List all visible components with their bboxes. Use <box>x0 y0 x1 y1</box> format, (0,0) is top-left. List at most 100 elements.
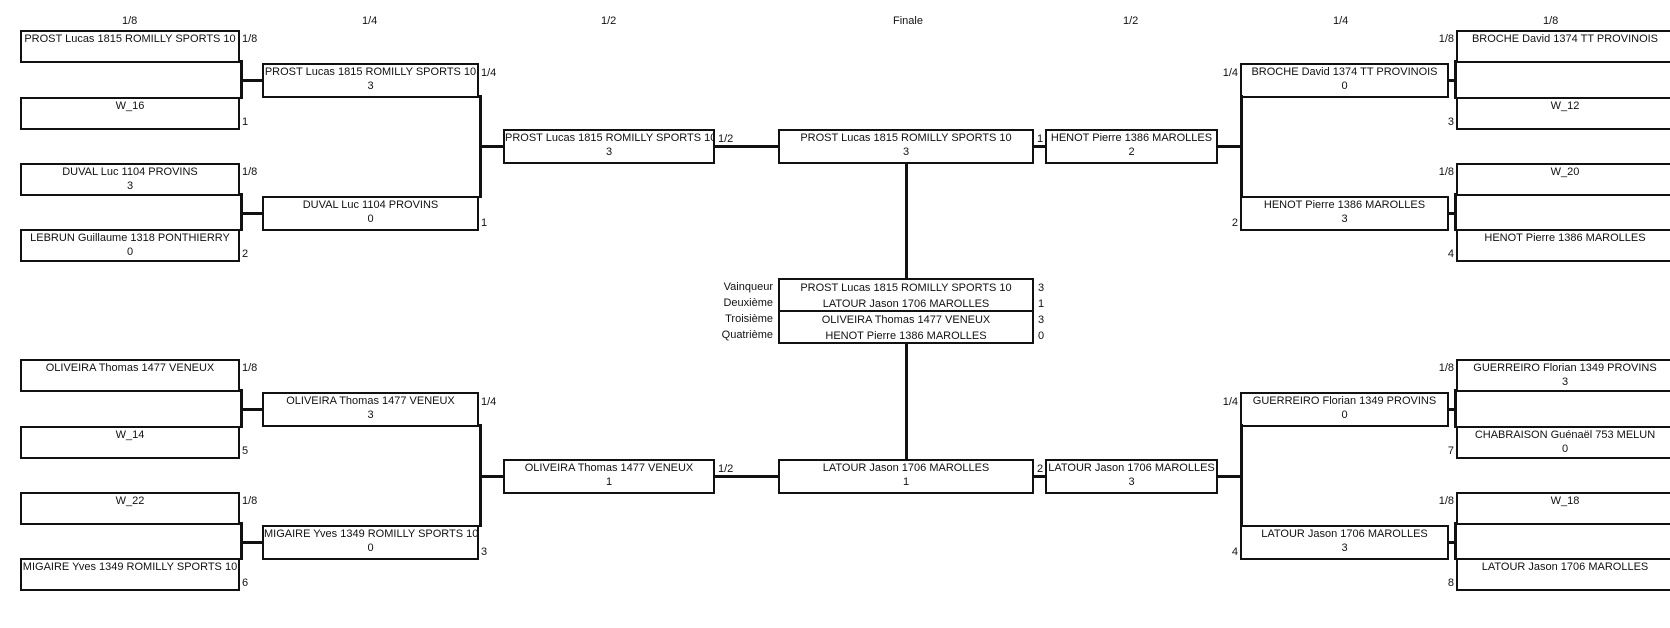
bracket-line <box>1449 408 1456 411</box>
sf-match-box: LATOUR Jason 1706 MAROLLES 3 <box>1045 459 1218 494</box>
match-tag: 5 <box>242 445 249 457</box>
bracket-line <box>240 541 262 544</box>
placement-value: 1 <box>1038 298 1045 310</box>
player-name: GUERREIRO Florian 1349 PROVINS <box>1252 395 1437 407</box>
match-score: 0 <box>1341 80 1348 92</box>
player-name: HENOT Pierre 1386 MAROLLES <box>1263 199 1426 211</box>
match-tag: 1/8 <box>1438 362 1454 374</box>
match-tag: 1/2 <box>718 463 734 475</box>
match-score: 0 <box>367 542 374 554</box>
bracket-line <box>479 475 503 478</box>
round-header-final: Finale <box>893 15 923 27</box>
player-name: HENOT Pierre 1386 MAROLLES <box>1050 132 1213 144</box>
round-header-r16-right: 1/8 <box>1543 15 1559 27</box>
match-score: 3 <box>1341 213 1348 225</box>
placement-label: Deuxième <box>723 297 773 309</box>
player-name: LATOUR Jason 1706 MAROLLES <box>1261 528 1428 540</box>
match-tag: 1/8 <box>242 33 258 45</box>
placements-box-2 <box>778 310 1034 344</box>
match-tag: 3 <box>481 546 488 558</box>
placement-player: PROST Lucas 1815 ROMILLY SPORTS 10 <box>800 282 1012 294</box>
r16-match-box: MIGAIRE Yves 1349 ROMILLY SPORTS 10 <box>20 558 240 591</box>
match-tag: 1/8 <box>242 495 258 507</box>
match-tag: 7 <box>1447 445 1454 457</box>
match-tag: 1 <box>1037 133 1044 145</box>
player-name: OLIVEIRA Thomas 1477 VENEUX <box>524 462 694 474</box>
player-name: LEBRUN Guillaume 1318 PONTHIERRY <box>30 232 230 244</box>
placement-value: 3 <box>1038 282 1045 294</box>
match-tag: 8 <box>1447 577 1454 589</box>
match-score: 3 <box>367 409 374 421</box>
match-tag: 1 <box>481 217 488 229</box>
bracket-line <box>1449 79 1456 82</box>
round-header-sf-left: 1/2 <box>601 15 617 27</box>
sf-match-box: OLIVEIRA Thomas 1477 VENEUX 1 <box>503 459 715 494</box>
match-score: 3 <box>605 146 613 158</box>
bracket-line <box>715 145 778 148</box>
placement-player: HENOT Pierre 1386 MAROLLES <box>825 330 987 342</box>
round-header-sf-right: 1/2 <box>1123 15 1139 27</box>
r16-match-box: OLIVEIRA Thomas 1477 VENEUX <box>20 359 240 392</box>
match-score: 3 <box>902 146 910 158</box>
bracket-line <box>240 212 262 215</box>
player-name: HENOT Pierre 1386 MAROLLES <box>1484 232 1646 244</box>
player-name: LATOUR Jason 1706 MAROLLES <box>1481 561 1649 573</box>
match-tag: 4 <box>1447 248 1454 260</box>
match-score: 0 <box>126 246 134 258</box>
match-tag: 1/8 <box>1438 166 1454 178</box>
player-name: W_12 <box>1550 100 1580 112</box>
placement-player: OLIVEIRA Thomas 1477 VENEUX <box>821 314 991 326</box>
player-name: MIGAIRE Yves 1349 ROMILLY SPORTS 10 <box>22 561 238 573</box>
r16-match-box: PROST Lucas 1815 ROMILLY SPORTS 10 <box>20 30 240 63</box>
match-tag: 1/8 <box>1438 495 1454 507</box>
r16-match-box: W_16 <box>20 97 240 130</box>
placements-box-1 <box>778 278 1034 312</box>
player-name: PROST Lucas 1815 ROMILLY SPORTS 10 <box>24 33 236 45</box>
r16-match-box: BROCHE David 1374 TT PROVINOIS <box>1456 30 1670 63</box>
match-score: 1 <box>605 476 613 488</box>
match-tag: 2 <box>242 248 249 260</box>
bracket-line <box>479 145 503 148</box>
player-name: LATOUR Jason 1706 MAROLLES <box>1048 462 1215 474</box>
match-score: 3 <box>126 180 134 192</box>
match-tag: 1/4 <box>1222 67 1238 79</box>
r16-match-box: W_18 <box>1456 492 1670 525</box>
player-name: BROCHE David 1374 TT PROVINOIS <box>1471 33 1659 45</box>
player-name: W_18 <box>1550 495 1580 507</box>
player-name: W_14 <box>115 429 145 441</box>
r16-match-box: W_14 <box>20 426 240 459</box>
final-match-box-top: PROST Lucas 1815 ROMILLY SPORTS 10 3 <box>778 129 1034 164</box>
player-name: BROCHE David 1374 TT PROVINOIS <box>1251 66 1438 78</box>
bracket-line <box>1449 541 1456 544</box>
match-tag: 1/4 <box>1222 396 1238 408</box>
match-score: 0 <box>1561 443 1569 455</box>
bracket-line <box>1034 145 1045 148</box>
placement-label: Quatrième <box>721 329 773 341</box>
match-tag: 1/2 <box>718 133 734 145</box>
match-tag: 1 <box>242 116 249 128</box>
player-name: W_20 <box>1550 166 1580 178</box>
r16-match-box: HENOT Pierre 1386 MAROLLES <box>1456 229 1670 262</box>
bracket-line <box>240 79 262 82</box>
match-score: 3 <box>1128 476 1135 488</box>
match-score: 1 <box>902 476 910 488</box>
placement-player: LATOUR Jason 1706 MAROLLES <box>822 298 990 310</box>
qf-match-box: BROCHE David 1374 TT PROVINOIS 0 <box>1240 63 1449 98</box>
qf-match-box: HENOT Pierre 1386 MAROLLES 3 <box>1240 196 1449 231</box>
bracket-line <box>1240 95 1243 198</box>
match-tag: 6 <box>242 577 249 589</box>
player-name: PROST Lucas 1815 ROMILLY SPORTS 10 <box>800 132 1012 144</box>
match-tag: 1/8 <box>1438 33 1454 45</box>
match-tag: 2 <box>1231 217 1238 229</box>
player-name: GUERREIRO Florian 1349 PROVINS <box>1473 362 1657 374</box>
